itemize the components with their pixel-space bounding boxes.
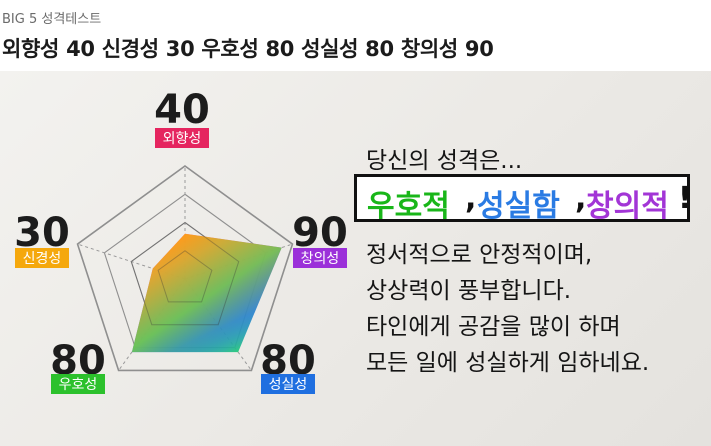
radar-grid-ring: [76, 165, 294, 372]
radar-grid-ring-inner: [130, 221, 240, 326]
radar-axis-badge: [293, 248, 347, 268]
radar-axis-label: 신경성: [23, 251, 62, 267]
trait-conscientious: 성실함: [477, 189, 560, 224]
trait-agreeable: 우호적: [367, 189, 450, 224]
radar-data-area-overlay: [131, 233, 282, 353]
description-line-1: 정서적으로 안정적이며,: [366, 242, 593, 268]
trait-creative: 창의적: [586, 189, 669, 224]
radar-axis-badge: [155, 128, 209, 148]
radar-value-label: 40: [154, 87, 210, 133]
description-line-2: 상상력이 풍부합니다.: [366, 278, 572, 304]
radar-axis-label: 외향성: [163, 131, 202, 147]
radar-axis-label: 창의성: [301, 251, 340, 267]
description-line-3: 타인에게 공감을 많이 하며: [366, 314, 621, 340]
page-title: 외향성 40 신경성 30 우호성 80 성실성 80 창의성 90: [2, 37, 494, 61]
page-subtitle: BIG 5 성격테스트: [2, 12, 102, 27]
trait-separator: ,: [465, 181, 477, 216]
result-intro: 당신의 성격은...: [366, 148, 523, 174]
trait-exclaim: !: [678, 181, 692, 216]
trait-separator: ,: [575, 181, 587, 216]
page-header: BIG 5 성격테스트 외향성 40 신경성 30 우호성 80 성실성 80 …: [0, 0, 711, 70]
description-line-4: 모든 일에 성실하게 임하네요.: [366, 350, 650, 376]
radar-axis-badge: [261, 374, 315, 394]
radar-axis-badge: [51, 374, 105, 394]
radar-grid-ring-inner: [157, 250, 213, 303]
radar-axis-label: 성실성: [269, 377, 308, 393]
radar-axis-badge: [15, 248, 69, 268]
traits-headline-box: 우호적 , 성실함 , 창의적 !: [354, 174, 692, 224]
radar-axis-label: 우호성: [59, 377, 98, 393]
